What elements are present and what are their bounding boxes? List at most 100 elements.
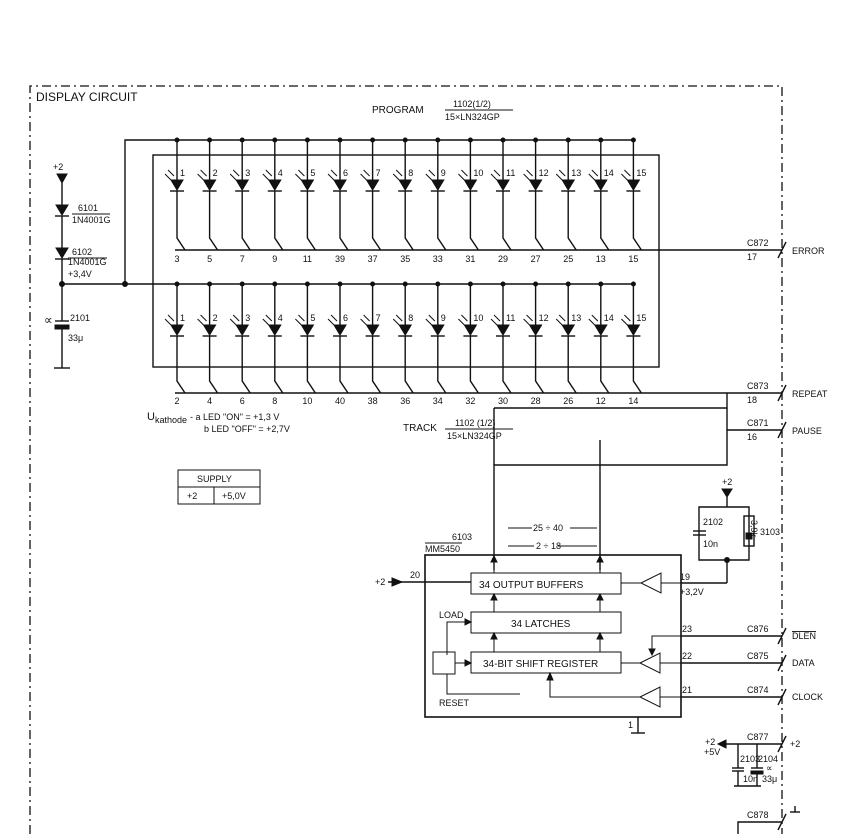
track-pin-label: 38 [368,396,378,406]
left-supply: +2 6101 1N4001G 6102 1N4001G +3,4V ∝ 210… [44,162,111,369]
track-led-number: 13 [571,313,581,323]
track-pin-label: 14 [628,396,638,406]
rc-res-ref: 3103 [760,527,780,537]
frame-title: DISPLAY CIRCUIT [36,90,138,104]
c875-pin: 22 [682,651,692,661]
track-led-number: 6 [343,313,348,323]
program-pin-label: 27 [531,254,541,264]
rc-v: +2 [722,477,732,487]
c877-ref: C877 [747,732,769,742]
ic-type: MM5450 [425,544,460,554]
dec-c2-ref: 2104 [758,754,778,764]
d1-ref: 6101 [78,203,98,213]
program-pin-label: 3 [174,254,179,264]
c874-ref: C874 [747,685,769,695]
track-led-4: 48 [262,281,284,406]
u-label: U [147,411,155,423]
dec-c1-val: 10n [743,774,758,784]
svg-text:Ukathode- a LED "ON" = +1,3: Ukathode- a LED "ON" = +1,3 V [147,411,279,425]
cap-val: 33μ [68,333,83,343]
track-led-number: 15 [636,313,646,323]
track-pin-label: 8 [272,396,277,406]
program-led-14: 14 13 [588,137,614,264]
program-led-4: 49 [262,137,284,264]
track-pin-label: 12 [596,396,606,406]
program-led-5: 511 [295,137,316,264]
c876-pin: 23 [682,624,692,634]
program-label: PROGRAM [372,105,424,116]
program-led-3: 37 [229,137,251,264]
program-led-row: 1325374951163973783593310311129122713251… [164,137,646,264]
program-pin-label: 11 [303,254,312,264]
program-led-6: 639 [327,137,349,264]
program-led-9: 933 [425,137,447,264]
ic-gnd-pin: 1 [628,720,633,730]
pause-label: PAUSE [792,426,822,436]
track-led-2: 24 [197,281,219,406]
decoupling: +2 +5V C877 +2 2103 10n 2104 ∝ 33μ [704,732,800,787]
c871-pin: 16 [747,432,757,442]
track-led-8: 836 [392,281,414,406]
latches-label: 34 LATCHES [511,619,571,630]
repeat-label: REPEAT [792,389,828,399]
cap-ref: 2101 [70,313,90,323]
ic-pin19-v: +3,2V [680,587,704,597]
track-led-3: 36 [229,281,251,406]
connector-pause: C871 16 PAUSE [746,418,822,442]
program-led-number: 8 [408,168,413,178]
track-led-number: 3 [245,313,250,323]
track-led-number: 4 [278,313,283,323]
program-pin-label: 31 [465,254,475,264]
reset-block [432,651,456,675]
track-led-number: 1 [180,313,185,323]
ic-bus2: 2 ÷ 18 [536,541,561,551]
track-led-number: 5 [310,313,315,323]
program-pin-label: 35 [400,254,410,264]
c873-pin: 18 [747,395,757,405]
dec-c1-ref: 2103 [740,754,760,764]
dec-v-label: +2 [705,737,715,747]
kathode-note: Ukathode- a LED "ON" = +1,3 V b LED "OFF… [147,411,290,434]
program-led-number: 11 [506,168,515,178]
program-led-number: 14 [604,168,614,178]
track-led-number: 12 [539,313,549,323]
track-led-number: 2 [213,313,218,323]
program-pin-label: 5 [207,254,212,264]
track-led-number: 14 [604,313,614,323]
track-led-number: 8 [408,313,413,323]
ic-ref: 6103 [452,532,472,542]
program-led-2: 25 [197,137,219,264]
program-led-1: 13 [164,137,186,264]
track-header: TRACK 1102 (1/2) 15×LN324GP [403,418,513,441]
track-led-7: 738 [360,281,382,406]
program-led-number: 12 [539,168,549,178]
ic-vin-pin: 20 [410,570,420,580]
clock-label: CLOCK [792,692,823,702]
track-part-bottom: 15×LN324GP [447,431,502,441]
output-buffers-label: 34 OUTPUT BUFFERS [479,580,584,591]
ic-bus1: 25 ÷ 40 [533,523,563,533]
track-pin-label: 10 [302,396,312,406]
c872-pin: 17 [747,252,757,262]
program-led-number: 3 [245,168,250,178]
program-led-number: 2 [213,168,218,178]
track-led-row: 1224364851064073883693410321130122813261… [164,281,646,406]
program-pin-label: 33 [433,254,443,264]
ic-mm5450: 6103 MM5450 25 ÷ 40 2 ÷ 18 +2 20 34 OUTP… [375,523,727,734]
program-pin-label: 9 [272,254,277,264]
c876-ref: C876 [747,624,769,634]
reset-label: RESET [439,698,470,708]
track-led-5: 5 10 [295,281,316,406]
program-pin-label: 13 [596,254,606,264]
track-led-number: 10 [473,313,483,323]
supply-table: SUPPLY +2 +5,0V [177,469,261,505]
track-pin-label: 30 [498,396,508,406]
error-label: ERROR [792,246,825,256]
track-pin-label: 6 [240,396,245,406]
